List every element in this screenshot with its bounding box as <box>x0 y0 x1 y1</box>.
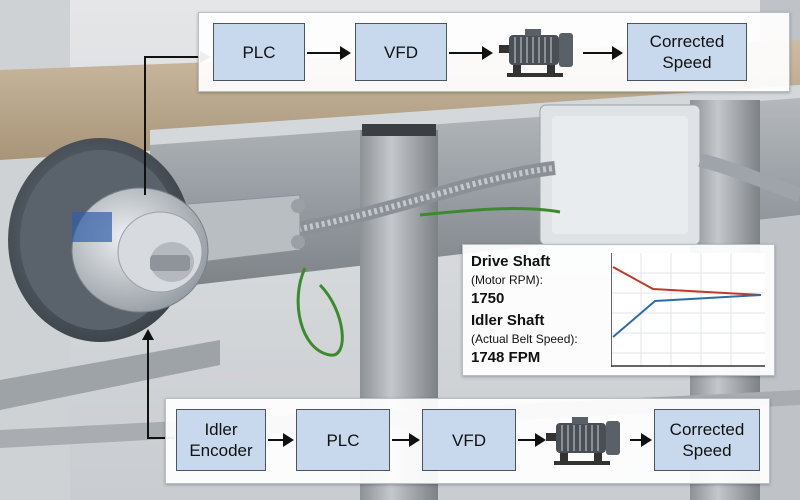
top-vfd-label: VFD <box>384 42 418 62</box>
electric-motor-icon <box>499 29 573 77</box>
top-arrow-2 <box>449 46 493 60</box>
idler-shaft-value: 1748 FPM <box>471 349 541 366</box>
idler-shaft-line <box>612 294 762 338</box>
drive-shaft-line <box>612 266 762 296</box>
idler-encoder-label: Idler Encoder <box>189 420 253 460</box>
bottom-corrected-speed-box: Corrected Speed <box>654 409 760 471</box>
bottom-vfd-box: VFD <box>422 409 516 471</box>
idler-shaft-sublabel: (Actual Belt Speed): <box>471 332 578 346</box>
top-vfd-box: VFD <box>355 23 447 81</box>
bottom-arrow-4 <box>630 433 652 447</box>
drive-shaft-sublabel: (Motor RPM): <box>471 273 543 287</box>
bottom-arrow-3 <box>518 433 546 447</box>
top-plc-label: PLC <box>242 42 276 62</box>
top-arrow-1 <box>307 46 351 60</box>
idler-shaft-label: Idler Shaft <box>471 312 545 329</box>
top-corrected-speed-box: Corrected Speed <box>627 23 747 81</box>
shaft-readout-panel: Drive Shaft (Motor RPM): 1750 Idler Shaf… <box>462 244 775 376</box>
idler-encoder-box: Idler Encoder <box>176 409 266 471</box>
bottom-arrow-2 <box>392 433 420 447</box>
speed-convergence-mini-chart <box>611 253 765 367</box>
bottom-corrected-speed-label: Corrected Speed <box>669 420 745 460</box>
top-plc-box: PLC <box>213 23 305 81</box>
drive-shaft-label: Drive Shaft <box>471 253 551 270</box>
top-flow-panel: PLC VFD Corrected Speed <box>198 12 790 92</box>
bottom-vfd-label: VFD <box>452 430 486 450</box>
electric-motor-icon <box>546 417 620 465</box>
bottom-plc-box: PLC <box>296 409 390 471</box>
drive-shaft-value: 1750 <box>471 290 505 307</box>
top-arrow-3 <box>583 46 623 60</box>
bottom-plc-label: PLC <box>326 430 360 450</box>
bottom-arrow-1 <box>268 433 294 447</box>
top-corrected-speed-label: Corrected Speed <box>649 32 725 72</box>
bottom-flow-panel: Idler Encoder PLC VFD Corrected Speed <box>165 398 770 484</box>
